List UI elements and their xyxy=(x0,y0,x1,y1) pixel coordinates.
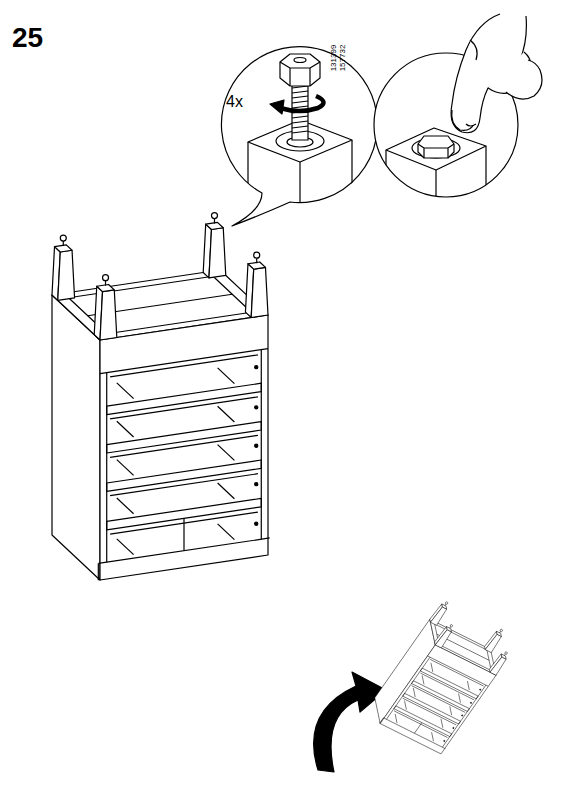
step-number: 25 xyxy=(12,24,43,52)
part-number: 157732 xyxy=(339,45,347,72)
quantity: 4x xyxy=(226,94,243,110)
glide-pressed-detail xyxy=(386,128,486,215)
leg-top-detail xyxy=(248,54,352,215)
callout-bubble xyxy=(221,47,377,226)
flip-arrow xyxy=(314,672,386,772)
chest-flip-preview xyxy=(364,592,520,762)
part-number: 131399 xyxy=(330,45,338,72)
chest-of-drawers xyxy=(52,213,270,581)
hand xyxy=(451,14,542,133)
